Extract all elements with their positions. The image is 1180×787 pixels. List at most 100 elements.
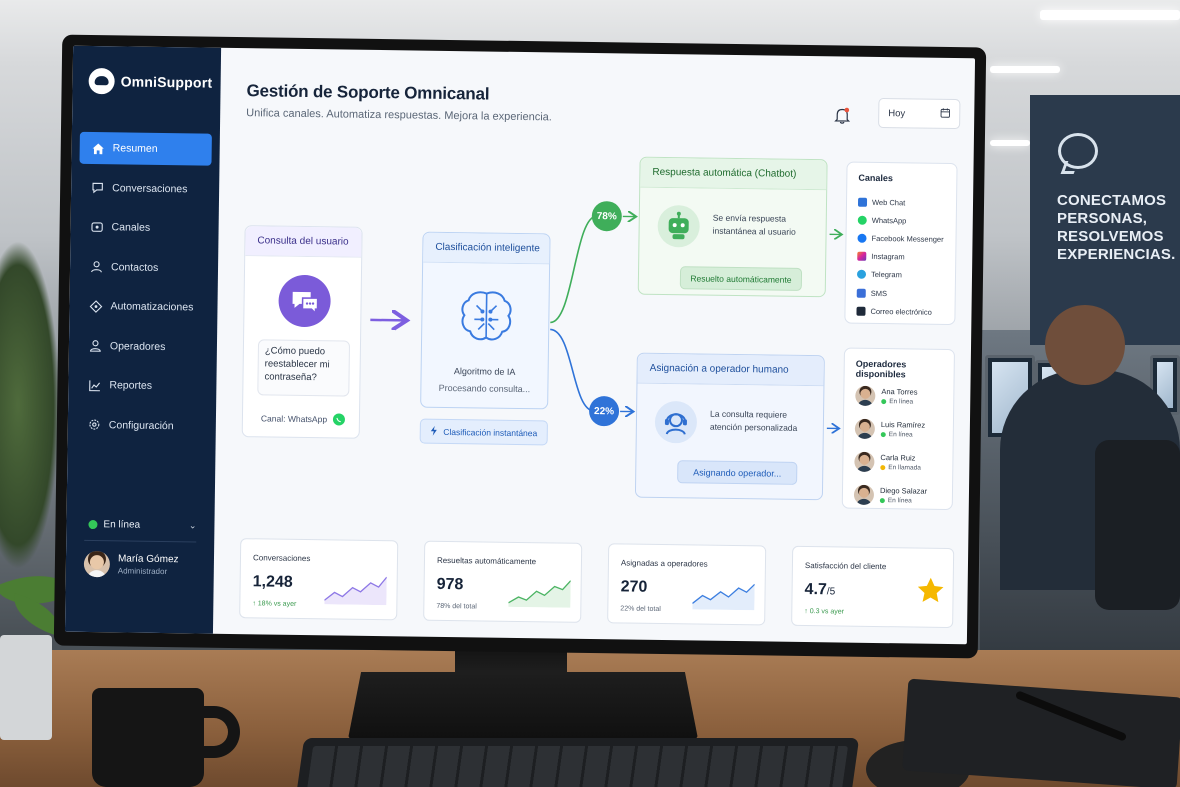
sidebar-item-automatizaciones[interactable]: Automatizaciones bbox=[77, 290, 209, 324]
user-name: María Gómez bbox=[117, 553, 179, 566]
bell-icon[interactable] bbox=[834, 106, 851, 124]
channel-label: Canal: WhatsApp bbox=[260, 413, 328, 425]
sidebar-item-label: Canales bbox=[111, 221, 151, 234]
operators-panel: Operadores disponibles Ana Torres En lín… bbox=[841, 347, 955, 512]
sidebar-item-conversaciones[interactable]: Conversaciones bbox=[79, 171, 211, 205]
agent-head bbox=[1045, 305, 1125, 385]
sidebar: OmniSupport Resumen Conversaciones Canal… bbox=[64, 45, 222, 634]
operator-status-label: En línea bbox=[889, 397, 914, 405]
operator-avatar bbox=[854, 418, 876, 439]
channel-label: SMS bbox=[870, 288, 888, 298]
kpi-conversations-card[interactable]: Conversaciones 1,248 ↑ 18% vs ayer bbox=[239, 538, 399, 621]
operator-avatar bbox=[855, 385, 876, 406]
status-dot bbox=[879, 497, 885, 503]
office-wall bbox=[1030, 95, 1180, 345]
resolved-automatically-badge[interactable]: Resuelto automáticamente bbox=[679, 266, 803, 291]
sidebar-item-contactos[interactable]: Contactos bbox=[78, 250, 210, 284]
operator-icon bbox=[88, 338, 102, 352]
sidebar-item-canales[interactable]: Canales bbox=[78, 211, 210, 245]
algorithm-label: Algoritmo de IA bbox=[453, 366, 516, 377]
sidebar-item-label: Contactos bbox=[110, 260, 159, 274]
channel-item[interactable]: Web Chat bbox=[857, 193, 944, 212]
kpi-value-suffix: /5 bbox=[826, 586, 836, 598]
kpi-satisfaction-card[interactable]: Satisfacción del cliente 4.7/5 ↑ 0.3 vs … bbox=[791, 545, 955, 629]
status-selector[interactable]: En línea ⌄ bbox=[88, 519, 197, 532]
kpi-subtext: 78% del total bbox=[436, 602, 477, 611]
green-branch-line bbox=[550, 215, 598, 324]
sidebar-item-label: Configuración bbox=[108, 418, 174, 432]
operator-item[interactable]: Luis Ramírez En línea bbox=[854, 412, 929, 446]
chat-bubble-logo bbox=[1058, 133, 1098, 169]
channels-list: Web Chat WhatsApp Facebook Messenger Ins… bbox=[856, 193, 944, 322]
kpi-assigned-card[interactable]: Asignadas a operadores 270 22% del total bbox=[607, 543, 767, 626]
sidebar-item-label: Automatizaciones bbox=[110, 300, 194, 314]
date-filter-button[interactable]: Hoy bbox=[878, 97, 961, 130]
card-title: Consulta del usuario bbox=[245, 226, 362, 258]
operator-item[interactable]: Carla Ruiz En llamada bbox=[854, 445, 928, 479]
sidebar-nav: Resumen Conversaciones Canales Contactos… bbox=[76, 131, 212, 450]
page-subtitle: Unifica canales. Automatiza respuestas. … bbox=[246, 107, 552, 124]
user-query-card[interactable]: Consulta del usuario ¿Cómo puedo reestab… bbox=[241, 225, 363, 439]
sms-icon bbox=[856, 288, 866, 298]
sidebar-item-configuracion[interactable]: Configuración bbox=[76, 408, 208, 442]
chatbot-percentage-badge: 78% bbox=[591, 200, 623, 232]
channel-item[interactable]: WhatsApp bbox=[857, 211, 944, 230]
operator-status-label: En línea bbox=[888, 430, 913, 438]
ceiling-light bbox=[990, 66, 1060, 73]
sparkline bbox=[324, 576, 387, 606]
user-role: Administrador bbox=[117, 566, 168, 577]
classification-card[interactable]: Clasificación inteligente Algoritmo de I… bbox=[420, 231, 551, 410]
online-status-dot bbox=[88, 519, 98, 530]
sidebar-item-label: Reportes bbox=[109, 379, 153, 392]
blue-branch-line bbox=[550, 328, 595, 412]
star-icon bbox=[917, 577, 944, 603]
operator-item[interactable]: Diego Salazar En línea bbox=[853, 478, 928, 512]
channels-icon bbox=[90, 220, 104, 234]
ceiling-light bbox=[1040, 10, 1180, 20]
channel-item[interactable]: Telegram bbox=[856, 265, 943, 284]
channel-item[interactable]: Instagram bbox=[857, 247, 943, 266]
chatbot-card[interactable]: Respuesta automática (Chatbot) Se envía … bbox=[637, 156, 828, 298]
user-profile[interactable]: María Gómez Administrador bbox=[83, 550, 179, 578]
operator-status-label: En línea bbox=[887, 496, 912, 504]
app-logo[interactable]: OmniSupport bbox=[88, 67, 212, 96]
kpi-subtext: 22% del total bbox=[620, 605, 661, 613]
gear-icon bbox=[87, 417, 101, 431]
channel-label: Web Chat bbox=[871, 197, 906, 207]
automation-icon bbox=[88, 299, 102, 313]
ai-brain-icon bbox=[456, 285, 517, 348]
channel-info: Canal: WhatsApp bbox=[260, 412, 346, 426]
operator-message: La consulta requiere atención personaliz… bbox=[709, 408, 798, 433]
instant-classification-badge[interactable]: Clasificación instantánea bbox=[419, 418, 548, 446]
kpi-trend: ↑ 18% vs ayer bbox=[252, 600, 297, 608]
kpi-value-number: 4.7 bbox=[804, 580, 827, 599]
operator-status-label: En llamada bbox=[888, 463, 921, 472]
sparkline bbox=[508, 580, 571, 608]
email-icon bbox=[856, 306, 866, 316]
channel-item[interactable]: Facebook Messenger bbox=[857, 229, 944, 248]
operator-status: En línea bbox=[879, 496, 927, 505]
whatsapp-icon bbox=[333, 413, 346, 426]
sidebar-divider bbox=[84, 539, 197, 543]
kpi-auto-resolved-card[interactable]: Resueltas automáticamente 978 78% del to… bbox=[423, 540, 583, 623]
channel-item[interactable]: Correo electrónico bbox=[856, 302, 942, 321]
kpi-value: 270 bbox=[620, 578, 648, 596]
status-dot bbox=[881, 398, 887, 404]
sidebar-item-operadores[interactable]: Operadores bbox=[77, 329, 209, 363]
operators-list: Ana Torres En línea Luis Ramírez En líne… bbox=[853, 379, 929, 512]
operator-item[interactable]: Ana Torres En línea bbox=[855, 379, 929, 413]
messenger-icon bbox=[857, 233, 867, 243]
lightning-icon bbox=[430, 425, 438, 437]
date-filter-label: Hoy bbox=[888, 107, 906, 119]
channel-label: WhatsApp bbox=[871, 215, 907, 226]
assigning-operator-badge[interactable]: Asignando operador... bbox=[677, 460, 798, 485]
channel-item[interactable]: SMS bbox=[856, 284, 943, 303]
sidebar-item-reportes[interactable]: Reportes bbox=[76, 369, 208, 403]
sidebar-item-resumen[interactable]: Resumen bbox=[79, 131, 212, 166]
card-title: Clasificación inteligente bbox=[423, 232, 550, 265]
sidebar-item-label: Conversaciones bbox=[112, 181, 188, 195]
human-operator-card[interactable]: Asignación a operador humano La consulta… bbox=[634, 352, 825, 501]
operator-status: En llamada bbox=[880, 463, 921, 472]
channels-panel: Canales Web Chat WhatsApp Facebook Messe… bbox=[844, 161, 958, 326]
logo-icon bbox=[88, 67, 115, 95]
